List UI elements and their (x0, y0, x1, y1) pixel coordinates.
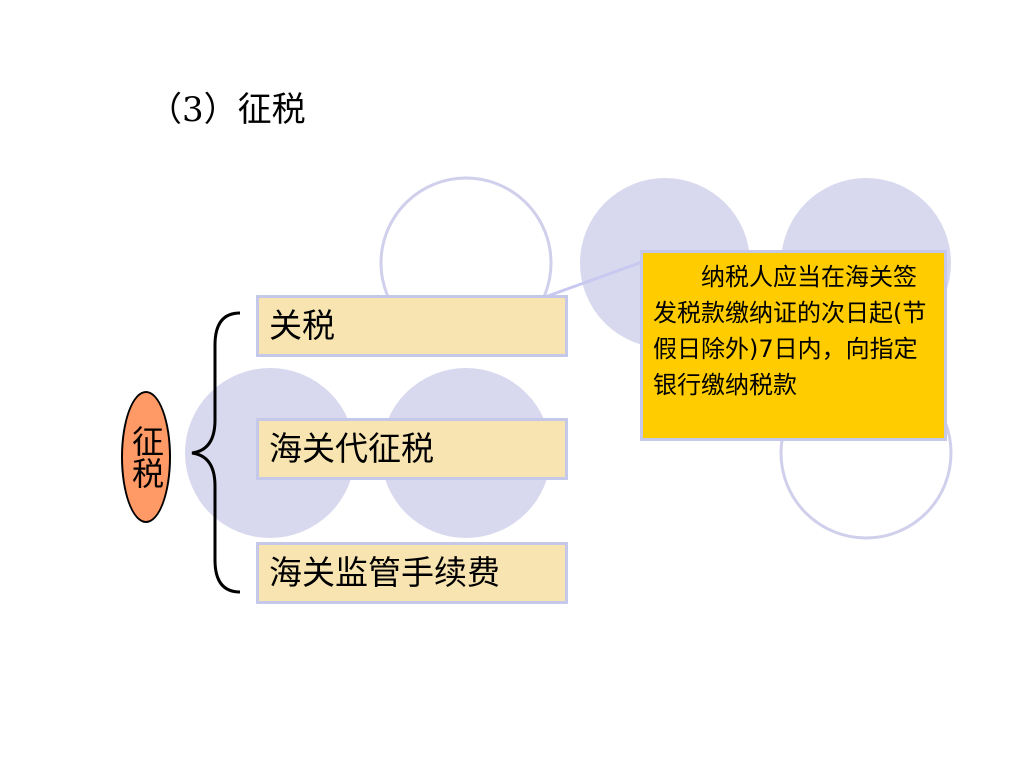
root-node-tax-collection: 征税 (121, 391, 171, 523)
item-customs-supervision-fee: 海关监管手续费 (256, 542, 568, 604)
callout-pointer (544, 260, 643, 299)
callout-note: 纳税人应当在海关签发税款缴纳证的次日起(节假日除外)7日内，向指定银行缴纳税款 (640, 250, 947, 441)
curly-brace (191, 311, 241, 594)
item-tariff: 关税 (256, 295, 568, 357)
item-customs-collected-tax: 海关代征税 (256, 418, 568, 480)
slide-title: （3）征税 (148, 90, 306, 130)
